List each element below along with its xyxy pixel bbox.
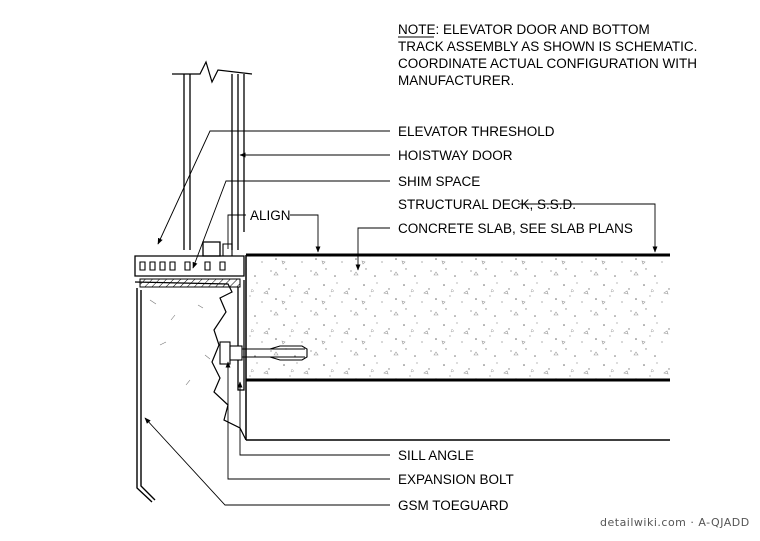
gsm-toeguard bbox=[136, 288, 156, 503]
note-line-2: TRACK ASSEMBLY AS SHOWN IS SCHEMATIC. bbox=[398, 39, 697, 54]
leaders bbox=[144, 130, 658, 506]
label-hoistway-door: HOISTWAY DOOR bbox=[398, 148, 513, 163]
note-line-1: ELEVATOR DOOR AND BOTTOM bbox=[443, 22, 650, 37]
note-line-4: MANUFACTURER. bbox=[398, 73, 514, 88]
wall-edge bbox=[134, 281, 247, 441]
label-gsm-toeguard: GSM TOEGUARD bbox=[398, 498, 509, 513]
label-concrete-slab: CONCRETE SLAB, SEE SLAB PLANS bbox=[398, 221, 633, 236]
expansion-bolt bbox=[219, 341, 308, 365]
label-shim-space: SHIM SPACE bbox=[398, 174, 480, 189]
elevator-threshold bbox=[134, 241, 245, 277]
label-elevator-threshold: ELEVATOR THRESHOLD bbox=[398, 124, 555, 139]
note-prefix: NOTE: bbox=[398, 22, 439, 37]
concrete-slab bbox=[245, 253, 670, 441]
note-line-3: COORDINATE ACTUAL CONFIGURATION WITH bbox=[398, 56, 697, 71]
label-align: ALIGN bbox=[250, 208, 291, 223]
label-sill-angle: SILL ANGLE bbox=[398, 448, 474, 463]
label-structural-deck: STRUCTURAL DECK, S.S.D. bbox=[398, 197, 576, 212]
hoistway-door bbox=[172, 60, 253, 250]
note-block: NOTE: ELEVATOR DOOR AND BOTTOM TRACK ASS… bbox=[398, 22, 697, 88]
label-expansion-bolt: EXPANSION BOLT bbox=[398, 472, 514, 487]
credit-watermark: detailwiki.com · A-QJADD bbox=[600, 516, 750, 529]
